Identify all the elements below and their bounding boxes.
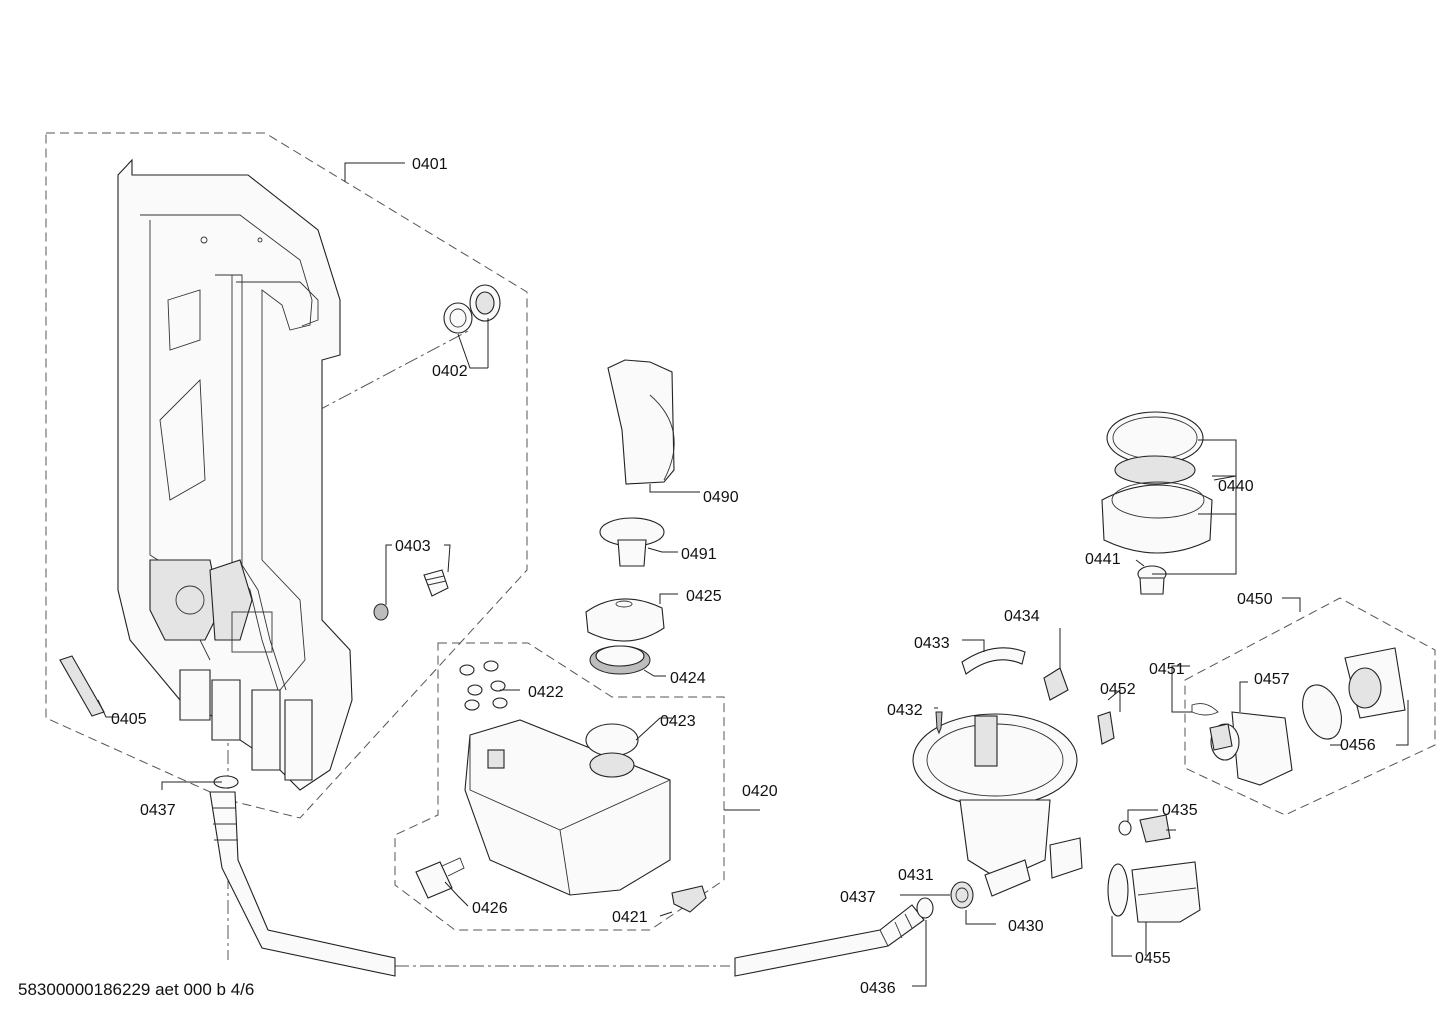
assembly-outline-0450 — [1184, 597, 1436, 816]
sump-0430 — [912, 713, 1083, 897]
motor-0450 — [1344, 647, 1406, 719]
pump-0455 — [1107, 861, 1201, 923]
funnel-0490 — [607, 359, 675, 485]
seal-0456 — [1302, 684, 1342, 740]
heat-pump-0457 — [1209, 711, 1293, 786]
label-0450: 0450 — [1237, 591, 1273, 608]
label-0434: 0434 — [1004, 608, 1040, 625]
ring-0424 — [589, 645, 651, 675]
leader-lines — [97, 162, 1409, 987]
label-0437-left: 0437 — [140, 802, 176, 819]
label-0424: 0424 — [670, 670, 706, 687]
o-rings-0422 — [459, 660, 508, 711]
label-0431: 0431 — [898, 867, 934, 884]
label-0420: 0420 — [742, 783, 778, 800]
label-0426: 0426 — [472, 900, 508, 917]
connector-0426 — [415, 857, 465, 899]
lid-0425 — [585, 598, 665, 642]
label-0441: 0441 — [1085, 551, 1121, 568]
document-footer-code: 58300000186229 aet 000 b 4/6 — [18, 980, 255, 999]
label-0425: 0425 — [686, 588, 722, 605]
drain-hose-0436 — [734, 897, 934, 977]
label-0432: 0432 — [887, 702, 923, 719]
clip-0452 — [1097, 711, 1115, 745]
assembly-outline-0401 — [45, 132, 528, 819]
label-0405: 0405 — [111, 711, 147, 728]
label-0436: 0436 — [860, 980, 896, 997]
label-0440: 0440 — [1218, 478, 1254, 495]
seal-0431 — [950, 881, 974, 909]
label-0437-right: 0437 — [840, 889, 876, 906]
label-0421: 0421 — [612, 909, 648, 926]
valve-0403 — [373, 569, 449, 621]
label-0456: 0456 — [1340, 737, 1376, 754]
clip-0451 — [1191, 703, 1219, 716]
label-0403: 0403 — [395, 538, 431, 555]
sensor-0435 — [1118, 814, 1171, 843]
label-0435: 0435 — [1162, 802, 1198, 819]
label-0430: 0430 — [1008, 918, 1044, 935]
screw-0432 — [935, 711, 943, 735]
label-0433: 0433 — [914, 635, 950, 652]
flap-0434 — [1043, 667, 1069, 701]
label-0402: 0402 — [432, 363, 468, 380]
housing-0440 — [1101, 411, 1213, 554]
label-0401: 0401 — [412, 156, 448, 173]
base-frame-0401 — [117, 158, 353, 791]
screen-0433 — [961, 647, 1026, 675]
assembly-outline-0420 — [394, 642, 725, 931]
label-0422: 0422 — [528, 684, 564, 701]
clip-0405 — [59, 655, 105, 717]
cap-0491 — [599, 517, 665, 567]
drain-hose-0437 — [209, 775, 396, 977]
label-0490: 0490 — [703, 489, 739, 506]
label-0491: 0491 — [681, 546, 717, 563]
seal-ring-0402 — [443, 284, 501, 334]
label-0457: 0457 — [1254, 671, 1290, 688]
label-0451: 0451 — [1149, 661, 1185, 678]
sensor-0441 — [1137, 565, 1167, 595]
water-softener-0423 — [464, 719, 671, 896]
label-0452: 0452 — [1100, 681, 1136, 698]
clip-0421 — [671, 885, 707, 913]
label-0423: 0423 — [660, 713, 696, 730]
label-0455: 0455 — [1135, 950, 1171, 967]
